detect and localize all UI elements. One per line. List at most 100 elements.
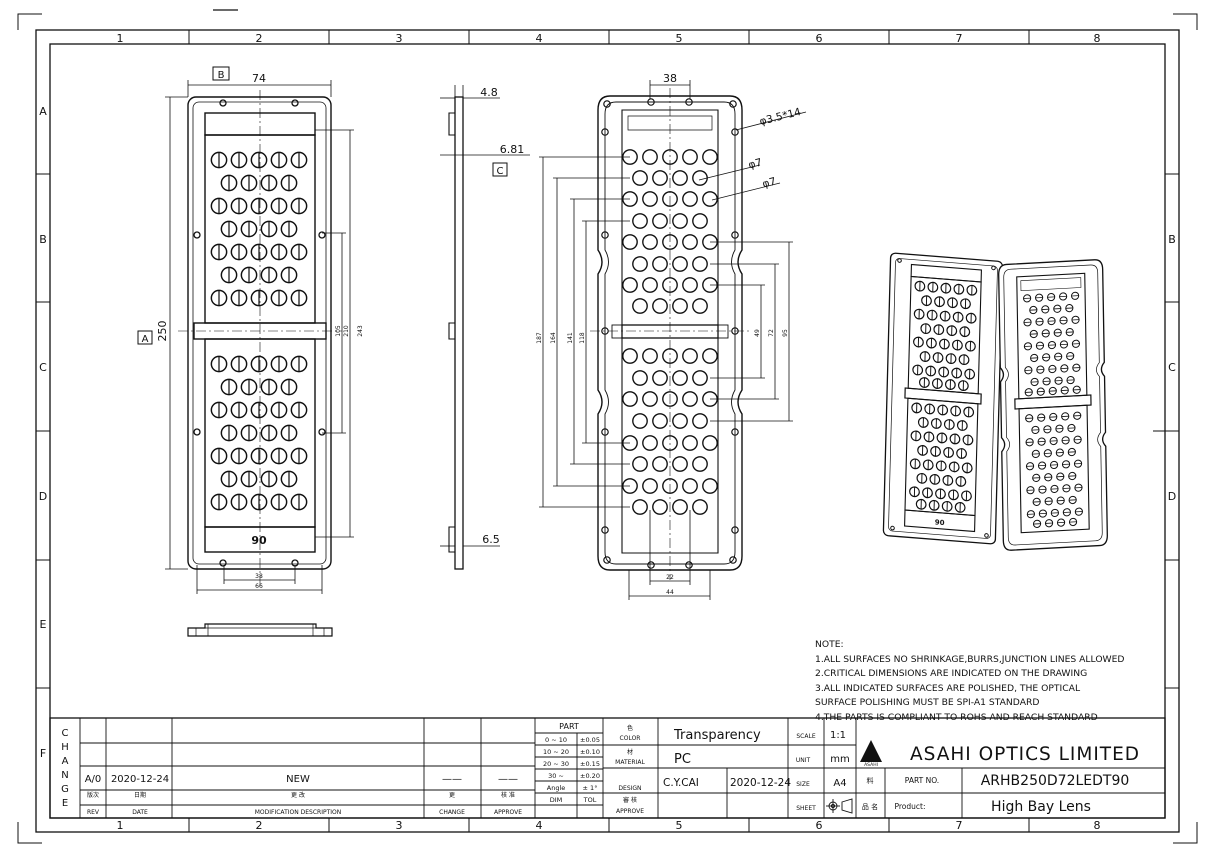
approve-label: APPROVE (616, 808, 644, 815)
designer-value: C.Y.CAI (663, 777, 699, 789)
front-lens (260, 424, 278, 442)
col-label-2: 2 (256, 32, 263, 45)
revision-row: A/0 2020-12-24 NEW —— —— 版次 日期 更 改 更 核 准… (85, 774, 523, 816)
front-lens (290, 197, 308, 215)
front-tag-a: A (137, 330, 153, 345)
front-lens (210, 289, 228, 307)
tol-value-3: ±0.15 (580, 760, 600, 768)
back-lens (692, 413, 708, 429)
front-lens (280, 470, 298, 488)
rev-value: A/0 (85, 774, 102, 785)
front-mount-holes (193, 99, 326, 567)
front-dim-bottom-outer: 66 (255, 583, 263, 590)
col-label-5-bottom: 5 (676, 819, 683, 832)
rev-approve: —— (498, 774, 518, 785)
back-lens (682, 191, 698, 207)
front-lens (230, 151, 248, 169)
zone-labels: 1 2 3 4 5 6 7 8 1 2 3 4 5 6 7 8 A B C D … (39, 32, 1176, 832)
front-lens (210, 243, 228, 261)
part-no-label-cn: 料 (867, 776, 874, 785)
front-mark: 90 (251, 534, 267, 547)
col-label-1-bottom: 1 (117, 819, 124, 832)
front-dim-height: 250 (156, 321, 169, 342)
back-lens (622, 391, 638, 407)
front-view: 90 B 74 A 250 105 210 243 38 (137, 66, 364, 594)
back-lens (652, 298, 668, 314)
scale-label: SCALE (796, 733, 815, 740)
front-lens (290, 151, 308, 169)
front-lens (270, 355, 288, 373)
back-lens (672, 298, 688, 314)
zone-grid (36, 30, 1179, 832)
back-view: 38 φ3.5*14 φ7 φ7 187 164 141 118 49 72 9… (536, 72, 807, 600)
back-lens (622, 277, 638, 293)
back-lens (682, 478, 698, 494)
tol-footer-tol: TOL (583, 796, 597, 804)
material-label: MATERIAL (615, 759, 645, 766)
back-lens (692, 170, 708, 186)
tol-value-1: ±0.05 (580, 736, 600, 744)
front-lens (250, 243, 268, 261)
change-letter-a: A (62, 756, 69, 767)
design-label: DESIGN (618, 785, 641, 792)
change-letter-g: G (61, 784, 69, 795)
back-lens (632, 213, 648, 229)
front-lens (240, 424, 258, 442)
back-lens (692, 298, 708, 314)
hdr-change-cn: 更 (449, 792, 455, 799)
front-lens (260, 174, 278, 192)
front-dim-bottom-inner: 38 (255, 573, 263, 580)
part-no-label: PART NO. (905, 776, 939, 785)
back-lens (672, 213, 688, 229)
col-label-3: 3 (396, 32, 403, 45)
front-lens (210, 197, 228, 215)
hdr-date: DATE (132, 809, 148, 816)
back-dim-r2: 72 (768, 329, 775, 337)
notes-block: NOTE: 1.ALL SURFACES NO SHRINKAGE,BURRS,… (815, 638, 1165, 726)
tol-footer-dim: DIM (550, 796, 563, 804)
back-lens (672, 456, 688, 472)
tol-value-4: ±0.20 (580, 772, 600, 780)
material-value: PC (674, 752, 691, 767)
asahi-logo-icon (860, 740, 882, 762)
hdr-rev-cn: 版次 (87, 791, 99, 799)
back-dim-lens1: φ7 (747, 157, 763, 172)
back-lens (702, 149, 718, 165)
front-dim-width: 74 (252, 72, 266, 85)
back-lens (632, 456, 648, 472)
row-label-D: D (39, 490, 47, 503)
back-lens (672, 170, 688, 186)
size-value: A4 (833, 778, 846, 789)
back-lens (702, 435, 718, 451)
back-lens (642, 191, 658, 207)
front-dim-v2: 210 (343, 325, 350, 337)
rev-description: NEW (286, 774, 310, 785)
front-lens (290, 243, 308, 261)
back-lens (652, 413, 668, 429)
front-dim-v1: 105 (335, 325, 342, 337)
notes-title: NOTE: (815, 639, 844, 650)
back-lens (642, 149, 658, 165)
back-lens (672, 256, 688, 272)
back-dim-r3: 95 (782, 329, 789, 337)
back-lens (642, 277, 658, 293)
col-label-6-bottom: 6 (816, 819, 823, 832)
front-lens (260, 378, 278, 396)
change-letter-e: E (62, 798, 68, 809)
iso-front-mark: 90 (935, 518, 945, 527)
product-label-cn: 品 名 (862, 802, 878, 811)
front-lens (220, 378, 238, 396)
front-lens (260, 266, 278, 284)
iso-view-back (998, 259, 1108, 551)
part-block: 料 PART NO. ARHB250D72LEDT90 品 名 Product:… (862, 773, 1129, 815)
front-lens (290, 289, 308, 307)
front-lens (250, 447, 268, 465)
bottom-profile-view (187, 623, 333, 637)
back-lens (632, 413, 648, 429)
tol-range-4: 30 ~ (548, 772, 564, 780)
tol-range-3: 20 ~ 30 (543, 760, 569, 768)
front-lens (210, 401, 228, 419)
col-label-8: 8 (1094, 32, 1101, 45)
col-label-5: 5 (676, 32, 683, 45)
